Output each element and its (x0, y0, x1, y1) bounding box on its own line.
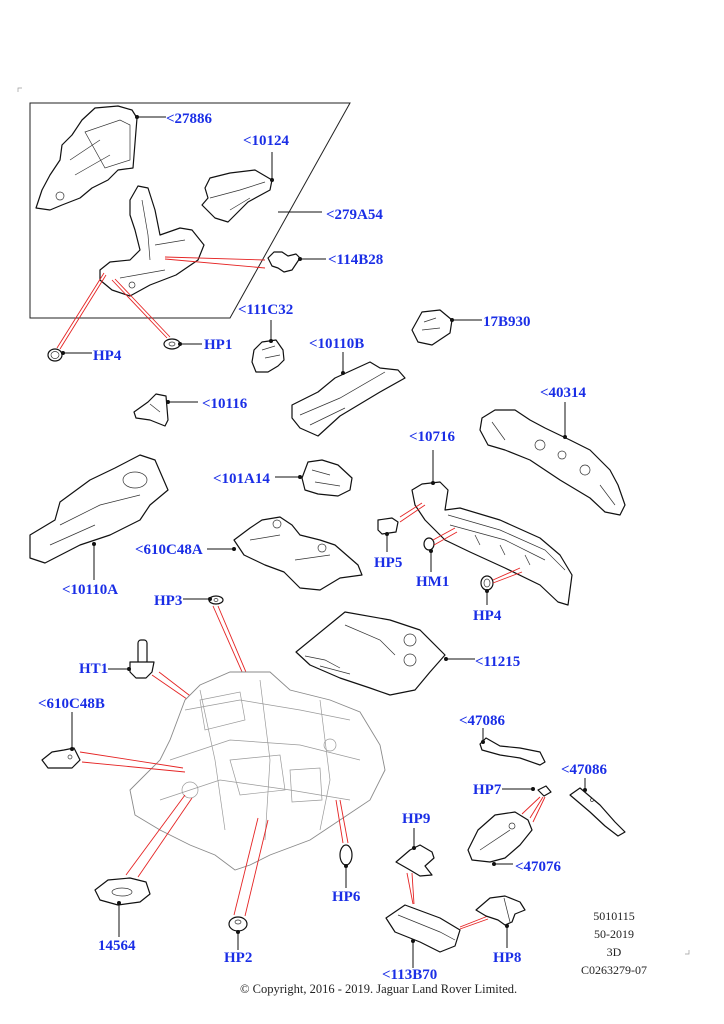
part-HP2-plug[interactable] (228, 916, 248, 932)
callout-47086-a[interactable]: <47086 (459, 713, 506, 729)
part-10110B[interactable] (291, 361, 406, 437)
callout-10124[interactable]: <10124 (243, 133, 290, 149)
part-610C48B[interactable] (41, 747, 81, 769)
part-279A54-floor[interactable] (99, 185, 205, 297)
callout-11215[interactable]: <11215 (475, 654, 521, 670)
callout-111C32[interactable]: <111C32 (238, 302, 294, 318)
part-HT1-stud[interactable] (129, 639, 155, 679)
callout-27886[interactable]: <27886 (166, 111, 213, 127)
part-HP8-pad[interactable] (475, 895, 526, 926)
callout-114B28[interactable]: <114B28 (328, 252, 384, 268)
callout-40314[interactable]: <40314 (540, 385, 587, 401)
part-HP4-plug[interactable] (47, 348, 63, 362)
callout-47076[interactable]: <47076 (515, 859, 562, 875)
part-HM1-plug[interactable] (423, 537, 435, 551)
part-17B930[interactable] (411, 309, 453, 346)
meta-line-3: 3D (606, 945, 622, 959)
meta-line-2: 50-2019 (594, 927, 634, 941)
part-10716[interactable] (411, 481, 573, 606)
part-113B70[interactable] (385, 904, 461, 953)
part-114B28[interactable] (267, 251, 301, 273)
callout-hp5[interactable]: HP5 (374, 555, 403, 571)
callout-hp7[interactable]: HP7 (473, 782, 502, 798)
callout-hp2[interactable]: HP2 (224, 950, 253, 966)
callout-hp9[interactable]: HP9 (402, 811, 431, 827)
callout-hm1[interactable]: HM1 (416, 574, 450, 590)
callout-ht1[interactable]: HT1 (79, 661, 109, 677)
meta-line-4: C0263279-07 (581, 963, 647, 977)
part-HP1-plug[interactable] (163, 338, 181, 350)
callout-hp1[interactable]: HP1 (204, 337, 233, 353)
callout-17B930[interactable]: 17B930 (483, 314, 531, 330)
part-HP7-plug[interactable] (537, 785, 552, 797)
meta-line-1: 5010115 (593, 909, 635, 923)
part-10116[interactable] (133, 393, 169, 427)
callout-101A14[interactable]: <101A14 (213, 471, 270, 487)
callout-hp3[interactable]: HP3 (154, 593, 183, 609)
part-101A14[interactable] (301, 459, 353, 497)
callout-hp6[interactable]: HP6 (332, 889, 361, 905)
callout-610C48A[interactable]: <610C48A (135, 542, 203, 558)
part-40314[interactable] (479, 409, 626, 516)
part-47086-a[interactable] (479, 737, 546, 766)
part-610C48A[interactable] (233, 516, 363, 591)
callout-hp8[interactable]: HP8 (493, 950, 522, 966)
part-47076[interactable] (467, 811, 533, 863)
callout-10716[interactable]: <10716 (409, 429, 456, 445)
part-HP6-ring[interactable] (339, 844, 353, 866)
part-14564[interactable] (94, 877, 151, 906)
part-10124[interactable] (201, 169, 273, 223)
part-HP4-ring[interactable] (480, 575, 494, 591)
part-111C32[interactable] (251, 339, 285, 373)
callout-14564[interactable]: 14564 (98, 938, 136, 954)
part-HP5-plug[interactable] (377, 517, 399, 535)
callout-10110A[interactable]: <10110A (62, 582, 119, 598)
callout-47086-b[interactable]: <47086 (561, 762, 608, 778)
callout-hp4-top[interactable]: HP4 (93, 348, 122, 364)
callout-610C48B[interactable]: <610C48B (38, 696, 105, 712)
callout-279A54[interactable]: <279A54 (326, 207, 383, 223)
corner-mark (685, 950, 690, 955)
assembly-outline-279A54 (29, 102, 351, 319)
part-10110A[interactable] (29, 454, 169, 564)
copyright-notice: © Copyright, 2016 - 2019. Jaguar Land Ro… (240, 982, 518, 996)
callout-10110B[interactable]: <10110B (309, 336, 365, 352)
callout-10116[interactable]: <10116 (202, 396, 248, 412)
corner-mark (17, 87, 22, 92)
underbody-assembly (129, 671, 386, 871)
part-11215[interactable] (295, 611, 446, 696)
illustration-meta: 5010115 50-2019 3D C0263279-07 (559, 907, 669, 979)
part-27886[interactable] (35, 105, 138, 211)
callout-hp4-right[interactable]: HP4 (473, 608, 502, 624)
part-47086-b[interactable] (569, 787, 626, 837)
callout-113B70[interactable]: <113B70 (382, 967, 438, 983)
